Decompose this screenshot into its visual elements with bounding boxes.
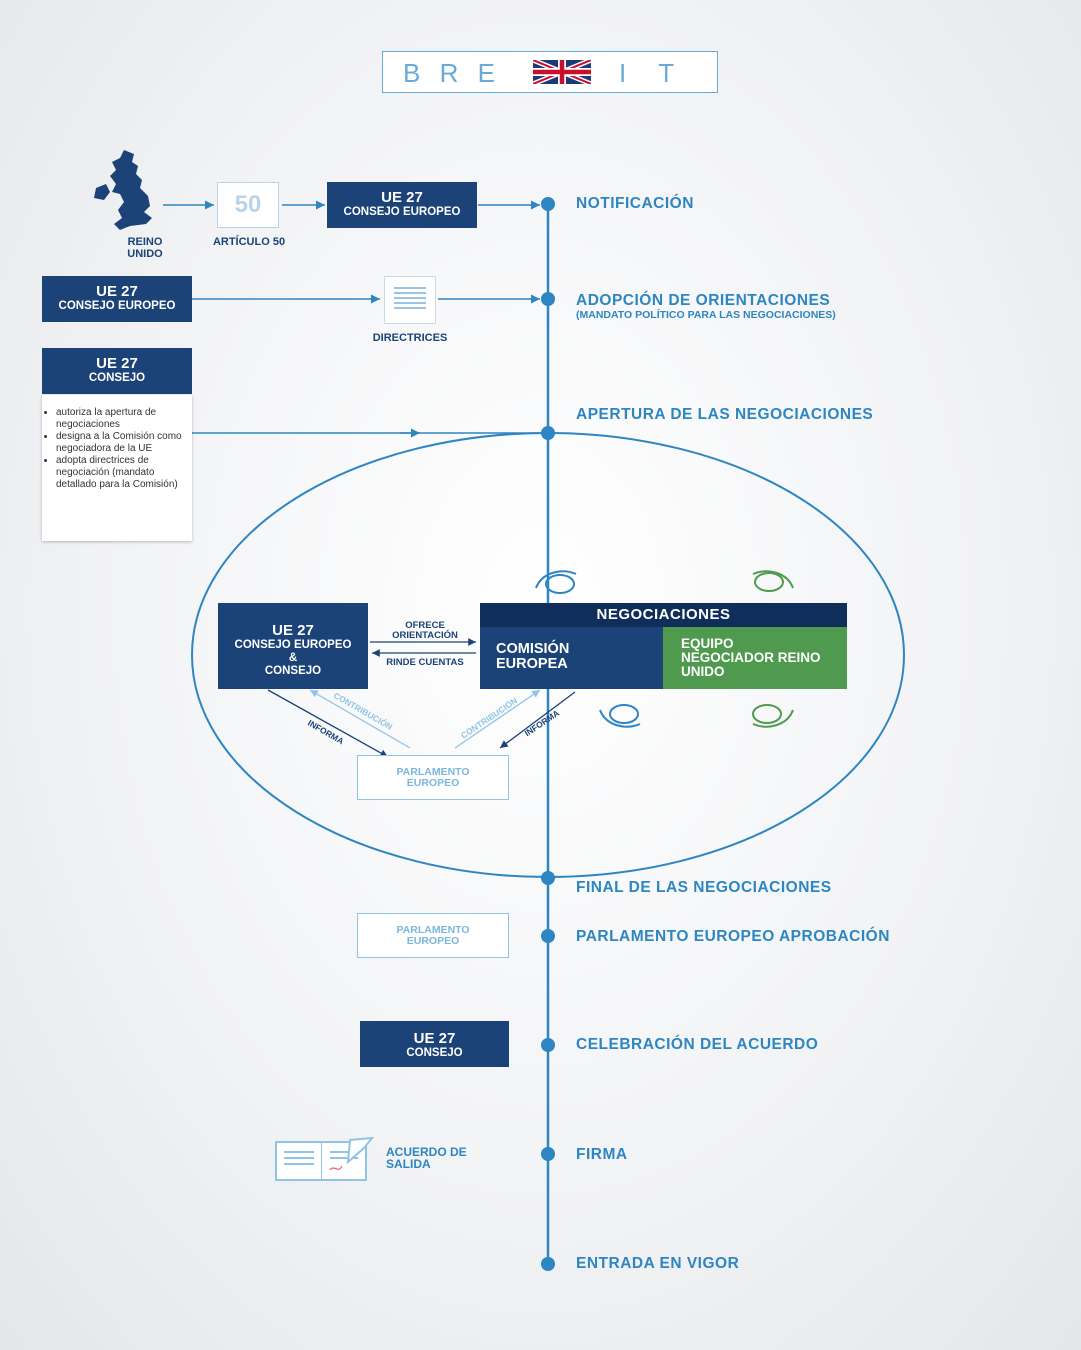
step-firma: FIRMA	[576, 1146, 628, 1163]
guidelines-document-icon	[384, 276, 436, 324]
negotiations-header: NEGOCIACIONES	[480, 603, 847, 627]
box-line2: CONSEJO	[406, 1047, 463, 1059]
signed-agreement-book-icon	[275, 1136, 375, 1181]
european-parliament-box-1: PARLAMENTO EUROPEO	[357, 755, 509, 800]
timeline-dot	[541, 197, 555, 211]
step-adopcion: ADOPCIÓN DE ORIENTACIONES	[576, 292, 831, 309]
guidelines-label: DIRECTRICES	[372, 332, 448, 344]
title-left-letters: B R E	[403, 58, 501, 88]
council-tasks-panel: autoriza la apertura de negociaciones de…	[42, 395, 192, 541]
eu27-council-box-2: UE 27 CONSEJO EUROPEO	[42, 276, 192, 322]
step-final-negociaciones: FINAL DE LAS NEGOCIACIONES	[576, 879, 832, 896]
step-adopcion-subtitle: (MANDATO POLÍTICO PARA LAS NEGOCIACIONES…	[576, 309, 836, 321]
swirl-icon	[752, 704, 794, 728]
council-tasks-list: autoriza la apertura de negociaciones de…	[42, 407, 192, 491]
article-50-box: 50	[217, 182, 279, 228]
european-commission-box: COMISIÓN EUROPEA	[480, 627, 663, 689]
box-line1: UE 27	[413, 1030, 456, 1047]
eu27-council-box-1: UE 27 CONSEJO EUROPEO	[327, 182, 477, 228]
eu27-council-and-council-box: UE 27 CONSEJO EUROPEO & CONSEJO	[218, 603, 368, 689]
box-line1: UE 27	[272, 622, 314, 639]
box-line1: UE 27	[96, 283, 138, 300]
step-celebracion: CELEBRACIÓN DEL ACUERDO	[576, 1036, 819, 1053]
timeline-dot	[541, 929, 555, 943]
timeline-dot	[541, 292, 555, 306]
timeline-dot	[541, 426, 555, 440]
timeline-dot	[541, 1147, 555, 1161]
parliament-label: PARLAMENTO EUROPEO	[396, 766, 470, 789]
task-item: autoriza la apertura de negociaciones	[56, 407, 188, 431]
eu27-council-box-4: UE 27 CONSEJO	[360, 1021, 509, 1067]
reports-back-label: RINDE CUENTAS	[386, 657, 464, 668]
box-line1: UE 27	[381, 189, 423, 206]
box-line3: &	[288, 652, 298, 664]
uk-map-icon	[94, 150, 152, 230]
swirl-icon	[535, 570, 577, 594]
box-line2: CONSEJO EUROPEO	[343, 206, 461, 218]
timeline-dot	[541, 871, 555, 885]
exit-agreement-label: ACUERDO DE SALIDA	[386, 1145, 467, 1171]
step-apertura: APERTURA DE LAS NEGOCIACIONES	[576, 406, 874, 423]
task-item: adopta directrices de negociación (manda…	[56, 455, 188, 491]
swirl-icon	[599, 704, 641, 728]
brexit-title: B R E I T	[382, 51, 718, 93]
article-number: 50	[234, 191, 262, 218]
box-line1: UE 27	[96, 355, 138, 372]
uk-team-label: EQUIPO NEGOCIADOR REINO UNIDO	[681, 636, 821, 679]
step-entrada-en-vigor: ENTRADA EN VIGOR	[576, 1255, 740, 1272]
european-parliament-box-2: PARLAMENTO EUROPEO	[357, 913, 509, 958]
box-line2: CONSEJO	[88, 372, 146, 384]
uk-label: REINO UNIDO	[127, 236, 163, 260]
uk-negotiating-team-box: EQUIPO NEGOCIADOR REINO UNIDO	[663, 627, 847, 689]
timeline-dot	[541, 1257, 555, 1271]
union-jack-icon	[533, 60, 591, 84]
parliament-label: PARLAMENTO EUROPEO	[396, 924, 470, 947]
offers-guidance-label: OFRECE ORIENTACIÓN	[392, 620, 458, 641]
task-item: designa a la Comisión como negociadora d…	[56, 431, 188, 455]
swirl-icon	[752, 570, 794, 592]
timeline-dot	[541, 1038, 555, 1052]
step-notificacion: NOTIFICACIÓN	[576, 195, 694, 212]
box-line2: CONSEJO EUROPEO	[234, 639, 352, 651]
commission-label: COMISIÓN EUROPEA	[496, 641, 570, 672]
step-parlamento-aprobacion: PARLAMENTO EUROPEO APROBACIÓN	[576, 928, 890, 945]
box-line2: CONSEJO EUROPEO	[58, 300, 176, 312]
article-label: ARTÍCULO 50	[212, 236, 286, 248]
eu27-council-box-3: UE 27 CONSEJO	[42, 348, 192, 394]
title-right-letters: I T	[619, 58, 681, 88]
box-line4: CONSEJO	[264, 665, 322, 677]
